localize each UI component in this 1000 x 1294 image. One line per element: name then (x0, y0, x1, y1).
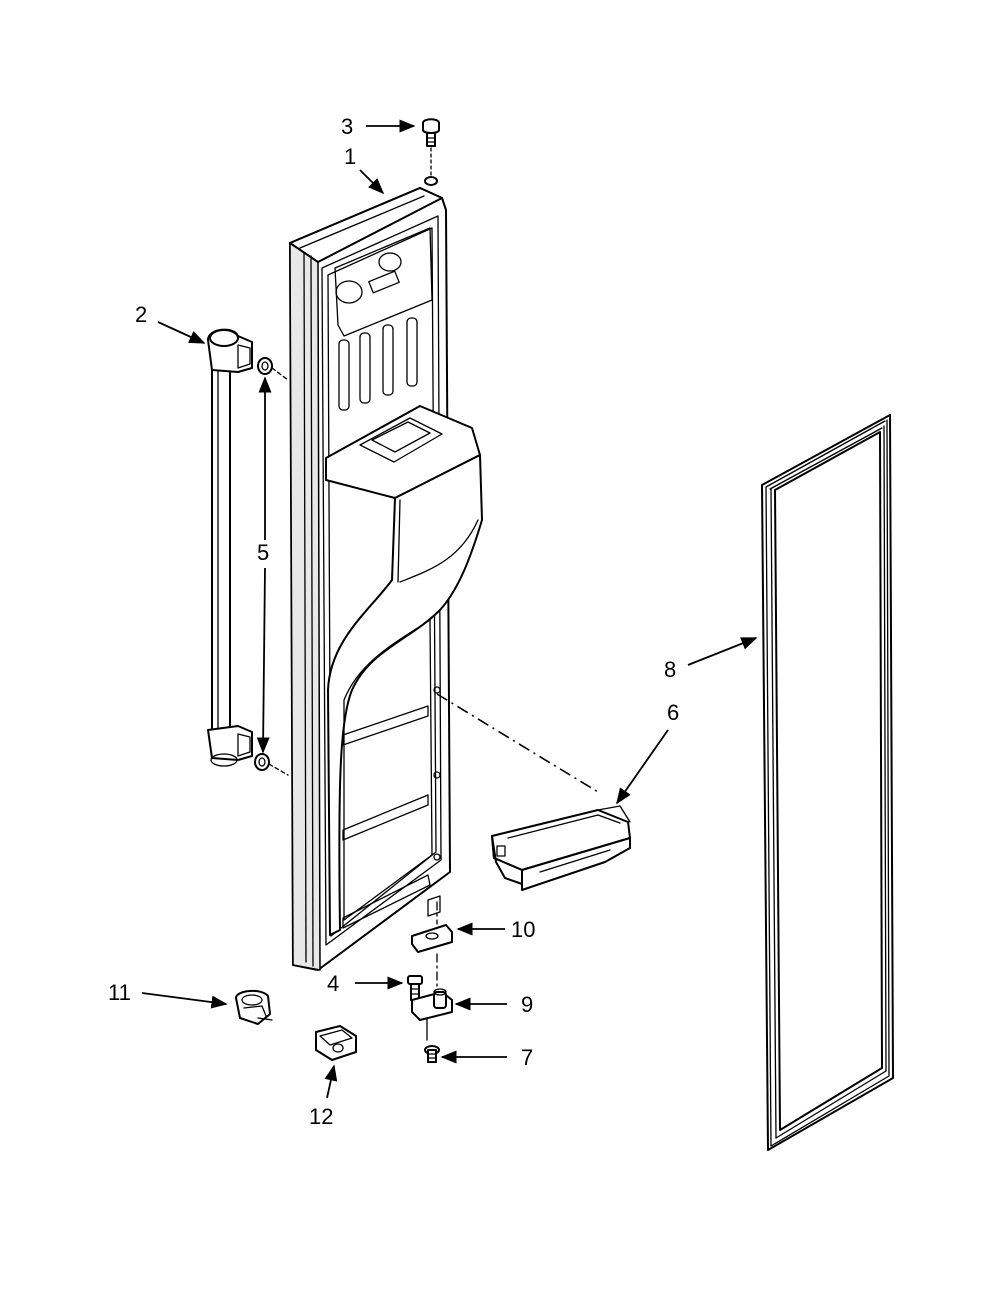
callout-10: 10 (511, 917, 535, 942)
callout-5: 5 (257, 540, 269, 565)
hinge-cover-cap[interactable] (315, 1025, 357, 1061)
handle-mounting-grommets[interactable] (254, 357, 289, 776)
leader-lines (141, 119, 758, 1099)
callout-7: 7 (521, 1045, 533, 1070)
callout-3: 3 (341, 114, 353, 139)
hinge-screw-4[interactable] (407, 975, 423, 1001)
callout-11: 11 (108, 980, 131, 1005)
callout-1: 1 (344, 144, 356, 169)
callout-2: 2 (135, 302, 147, 327)
hinge-screw-7[interactable] (424, 1045, 440, 1063)
callout-8: 8 (664, 657, 676, 682)
handle-clip[interactable] (235, 990, 273, 1025)
bin-alignment-line (436, 693, 599, 793)
top-hinge-pin[interactable] (422, 118, 440, 186)
door-gasket[interactable] (761, 414, 894, 1151)
door-handle[interactable] (207, 328, 253, 767)
door-shelf-bin[interactable] (491, 805, 631, 891)
bottom-hinge-bracket[interactable] (411, 988, 453, 1041)
door-assembly[interactable] (289, 187, 483, 971)
callout-4: 4 (327, 971, 339, 996)
callout-9: 9 (521, 992, 533, 1017)
callout-6: 6 (667, 700, 679, 725)
callout-12: 12 (309, 1104, 333, 1129)
bottom-hinge-plate[interactable] (411, 901, 453, 991)
